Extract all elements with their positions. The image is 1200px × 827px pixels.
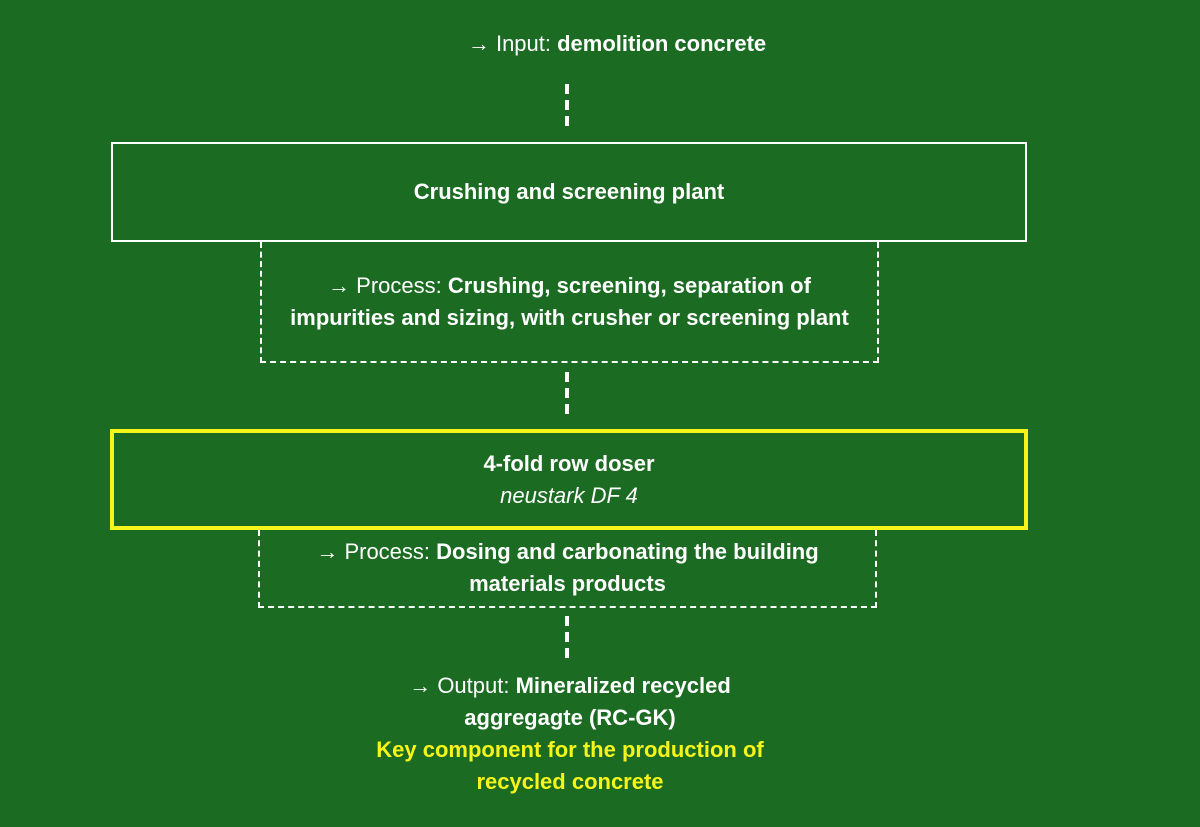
output-block: → Output: Mineralized recycled aggregagt…: [350, 670, 790, 798]
row-doser-subtitle: neustark DF 4: [500, 482, 638, 508]
right-arrow-icon: →: [328, 272, 357, 298]
output-highlight: Key component for the production of recy…: [376, 737, 764, 794]
connector-1: [565, 84, 569, 132]
right-arrow-icon: →: [409, 673, 438, 698]
input-line: → Input: demolition concrete: [300, 28, 934, 60]
crushing-process-text: → Process: Crushing, screening, separati…: [290, 270, 850, 334]
dosing-process-box: → Process: Dosing and carbonating the bu…: [258, 530, 877, 608]
input-value: demolition concrete: [557, 31, 767, 56]
connector-3: [565, 616, 569, 662]
output-label: Output:: [437, 673, 516, 698]
dosing-process-text: → Process: Dosing and carbonating the bu…: [288, 536, 848, 600]
input-label: Input:: [495, 31, 558, 56]
process-label: Process:: [344, 539, 437, 564]
row-doser-box: 4-fold row doser neustark DF 4: [110, 429, 1028, 530]
output-value: Mineralized recycled aggregagte (RC-GK): [464, 673, 731, 730]
right-arrow-icon: →: [316, 539, 345, 564]
connector-2: [565, 372, 569, 418]
process-value: Dosing and carbonating the building mate…: [436, 539, 819, 596]
process-label: Process:: [356, 272, 448, 298]
right-arrow-icon: →: [467, 31, 496, 56]
crushing-plant-box: Crushing and screening plant: [111, 142, 1027, 242]
crushing-process-box: → Process: Crushing, screening, separati…: [260, 242, 879, 363]
row-doser-title: 4-fold row doser: [483, 450, 655, 476]
crushing-plant-title: Crushing and screening plant: [413, 179, 725, 204]
process-value: Crushing, screening, separation of impur…: [290, 272, 849, 330]
